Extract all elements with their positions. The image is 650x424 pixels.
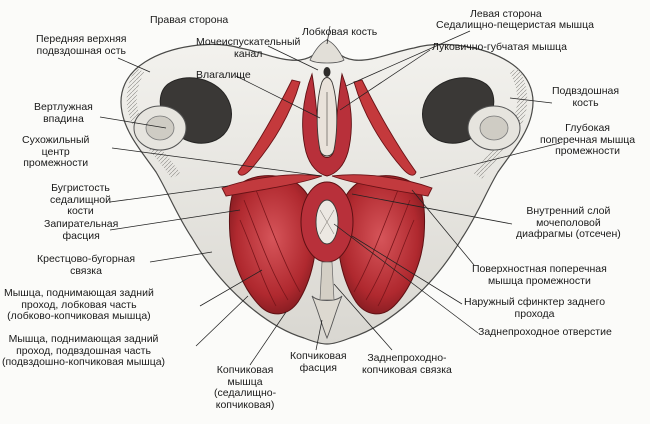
superficial-transverse-perineal — [221, 174, 433, 197]
leader-bulbospongiosus — [339, 49, 431, 111]
label-urethra: Мочеиспускательный канал — [196, 36, 301, 60]
label-sacrotuberous-ligament: Крестцово-бугорная связка — [37, 253, 136, 277]
leader-deep-transverse — [419, 142, 561, 179]
leader-ilium — [509, 97, 553, 104]
leader-pubococcygeus — [199, 269, 263, 307]
label-anus: Заднепроходное отверстие — [478, 326, 612, 338]
leader-anococcygeal — [333, 283, 393, 351]
leader-sacrotuberous — [149, 251, 213, 263]
leader-urethra — [267, 45, 319, 71]
pubic-symphysis — [309, 39, 345, 64]
leader-ischiocavernosus — [345, 30, 471, 87]
leader-coccygeal-fascia — [315, 319, 323, 351]
label-external-anal-sphincter: Наружный сфинктер заднего прохода — [464, 296, 606, 320]
vaginal-opening — [316, 77, 338, 157]
leader-obturator-fascia — [109, 209, 241, 231]
label-ischiocavernosus: Седалищно-пещеристая мышца — [436, 19, 594, 31]
label-superficial-transverse: Поверхностная поперечная мышца промежнос… — [472, 263, 607, 287]
anococcygeal-ligament — [319, 261, 335, 301]
leader-urogenital-diaphragm — [351, 193, 513, 225]
label-vagina: Влагалище — [196, 69, 251, 81]
label-obturator-fascia: Запирательная фасция — [44, 218, 119, 242]
label-deep-transverse: Глубокая поперечная мышца промежности — [540, 122, 636, 157]
leader-pubic-bone — [326, 25, 331, 45]
label-ilium: Подвздошная кость — [552, 85, 620, 109]
label-pubic-bone: Лобковая кость — [302, 26, 378, 38]
label-coccygeus: Копчиковая мышца (седалищно- копчиковая) — [214, 364, 277, 411]
label-coccygeal-fascia: Копчиковая фасция — [290, 350, 347, 374]
label-pubococcygeus: Мышца, поднимающая задний проход, лобков… — [4, 287, 154, 322]
leader-vagina — [235, 75, 321, 119]
urethral-opening — [323, 67, 331, 77]
leader-lines — [99, 25, 561, 366]
label-anterior-superior-iliac-spine: Передняя верхняя подвздошная ость — [36, 33, 127, 57]
label-ischial-tuberosity: Бугристость седалищной кости — [50, 182, 111, 217]
leader-anal-sphincter — [351, 235, 463, 305]
leader-anus — [333, 223, 479, 334]
leader-ischial-tuberosity — [109, 185, 229, 203]
label-bulbospongiosus: Луковично-губчатая мышца — [432, 41, 567, 53]
leader-acetabulum — [99, 116, 167, 129]
acetabulum-left — [467, 105, 521, 151]
label-urogenital-diaphragm: Внутренний слой мочеполовой диафрагмы (о… — [516, 205, 621, 240]
leader-anterior-iliac-spine — [117, 57, 151, 73]
anal-opening — [315, 199, 339, 245]
leader-coccygeus — [249, 311, 287, 366]
label-right-side: Правая сторона — [150, 14, 229, 26]
leader-superficial-transverse — [411, 189, 475, 266]
acetabulum-right — [133, 105, 187, 151]
label-perineal-body: Сухожильный центр промежности — [22, 134, 90, 169]
ischiocavernosus-right — [237, 79, 301, 176]
label-anococcygeal-ligament: Заднепроходно- копчиковая связка — [362, 352, 452, 376]
coccyx — [311, 295, 343, 340]
label-left-side: Левая сторона — [470, 8, 542, 20]
label-iliococcygeus: Мышца, поднимающая задний проход, подвзд… — [2, 333, 166, 368]
ischiocavernosus-left — [353, 79, 417, 176]
label-acetabulum: Вертлужная впадина — [34, 101, 93, 125]
leader-perineal-body — [111, 147, 323, 177]
leader-iliococcygeus — [195, 295, 249, 347]
